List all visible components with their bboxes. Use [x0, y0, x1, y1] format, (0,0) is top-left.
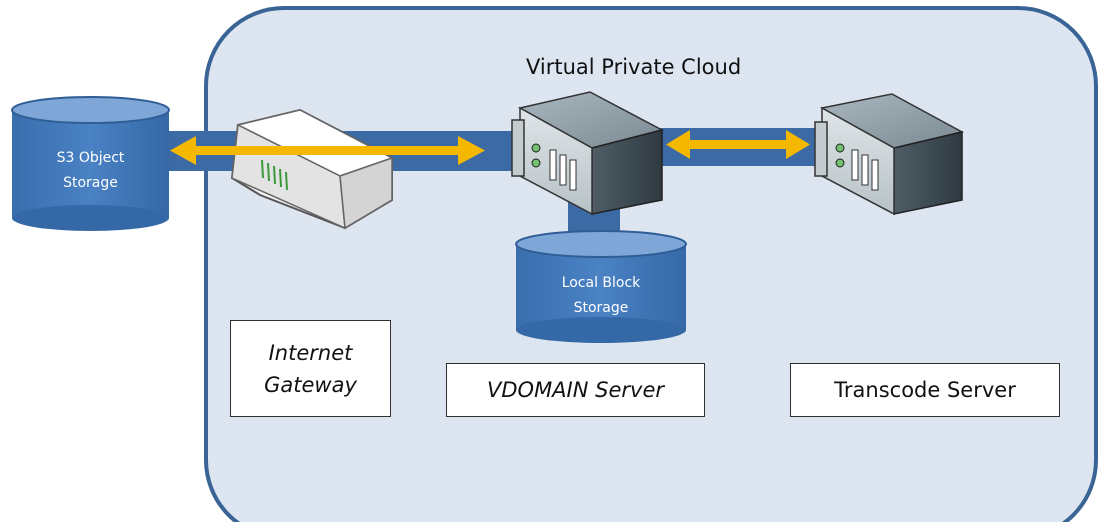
- gateway-label-box: Internet Gateway: [230, 320, 391, 417]
- local-block-cylinder: [515, 230, 687, 343]
- gateway-label-line1: Internet: [268, 340, 353, 365]
- arrow-s3-to-vdomain: [170, 136, 485, 165]
- gateway-label-line2: Gateway: [264, 372, 357, 397]
- vpc-title: Virtual Private Cloud: [526, 55, 742, 79]
- vdomain-label-box: VDOMAIN Server: [446, 363, 705, 417]
- local-storage-line2: Storage: [573, 300, 629, 316]
- transcode-label-box: Transcode Server: [790, 363, 1060, 417]
- transcode-server-icon: [814, 93, 965, 216]
- vdomain-server-icon: [511, 91, 665, 216]
- s3-storage-label: S3 Object Storage: [12, 146, 169, 196]
- arrow-vdomain-to-transcode: [666, 130, 810, 159]
- local-storage-label: Local Block Storage: [516, 271, 686, 321]
- local-storage-line1: Local Block: [561, 275, 641, 291]
- s3-storage-line2: Storage: [63, 175, 118, 191]
- s3-storage-line1: S3 Object: [56, 150, 125, 166]
- s3-cylinder: [11, 96, 170, 231]
- transcode-label: Transcode Server: [834, 378, 1016, 402]
- vdomain-label: VDOMAIN Server: [487, 378, 664, 402]
